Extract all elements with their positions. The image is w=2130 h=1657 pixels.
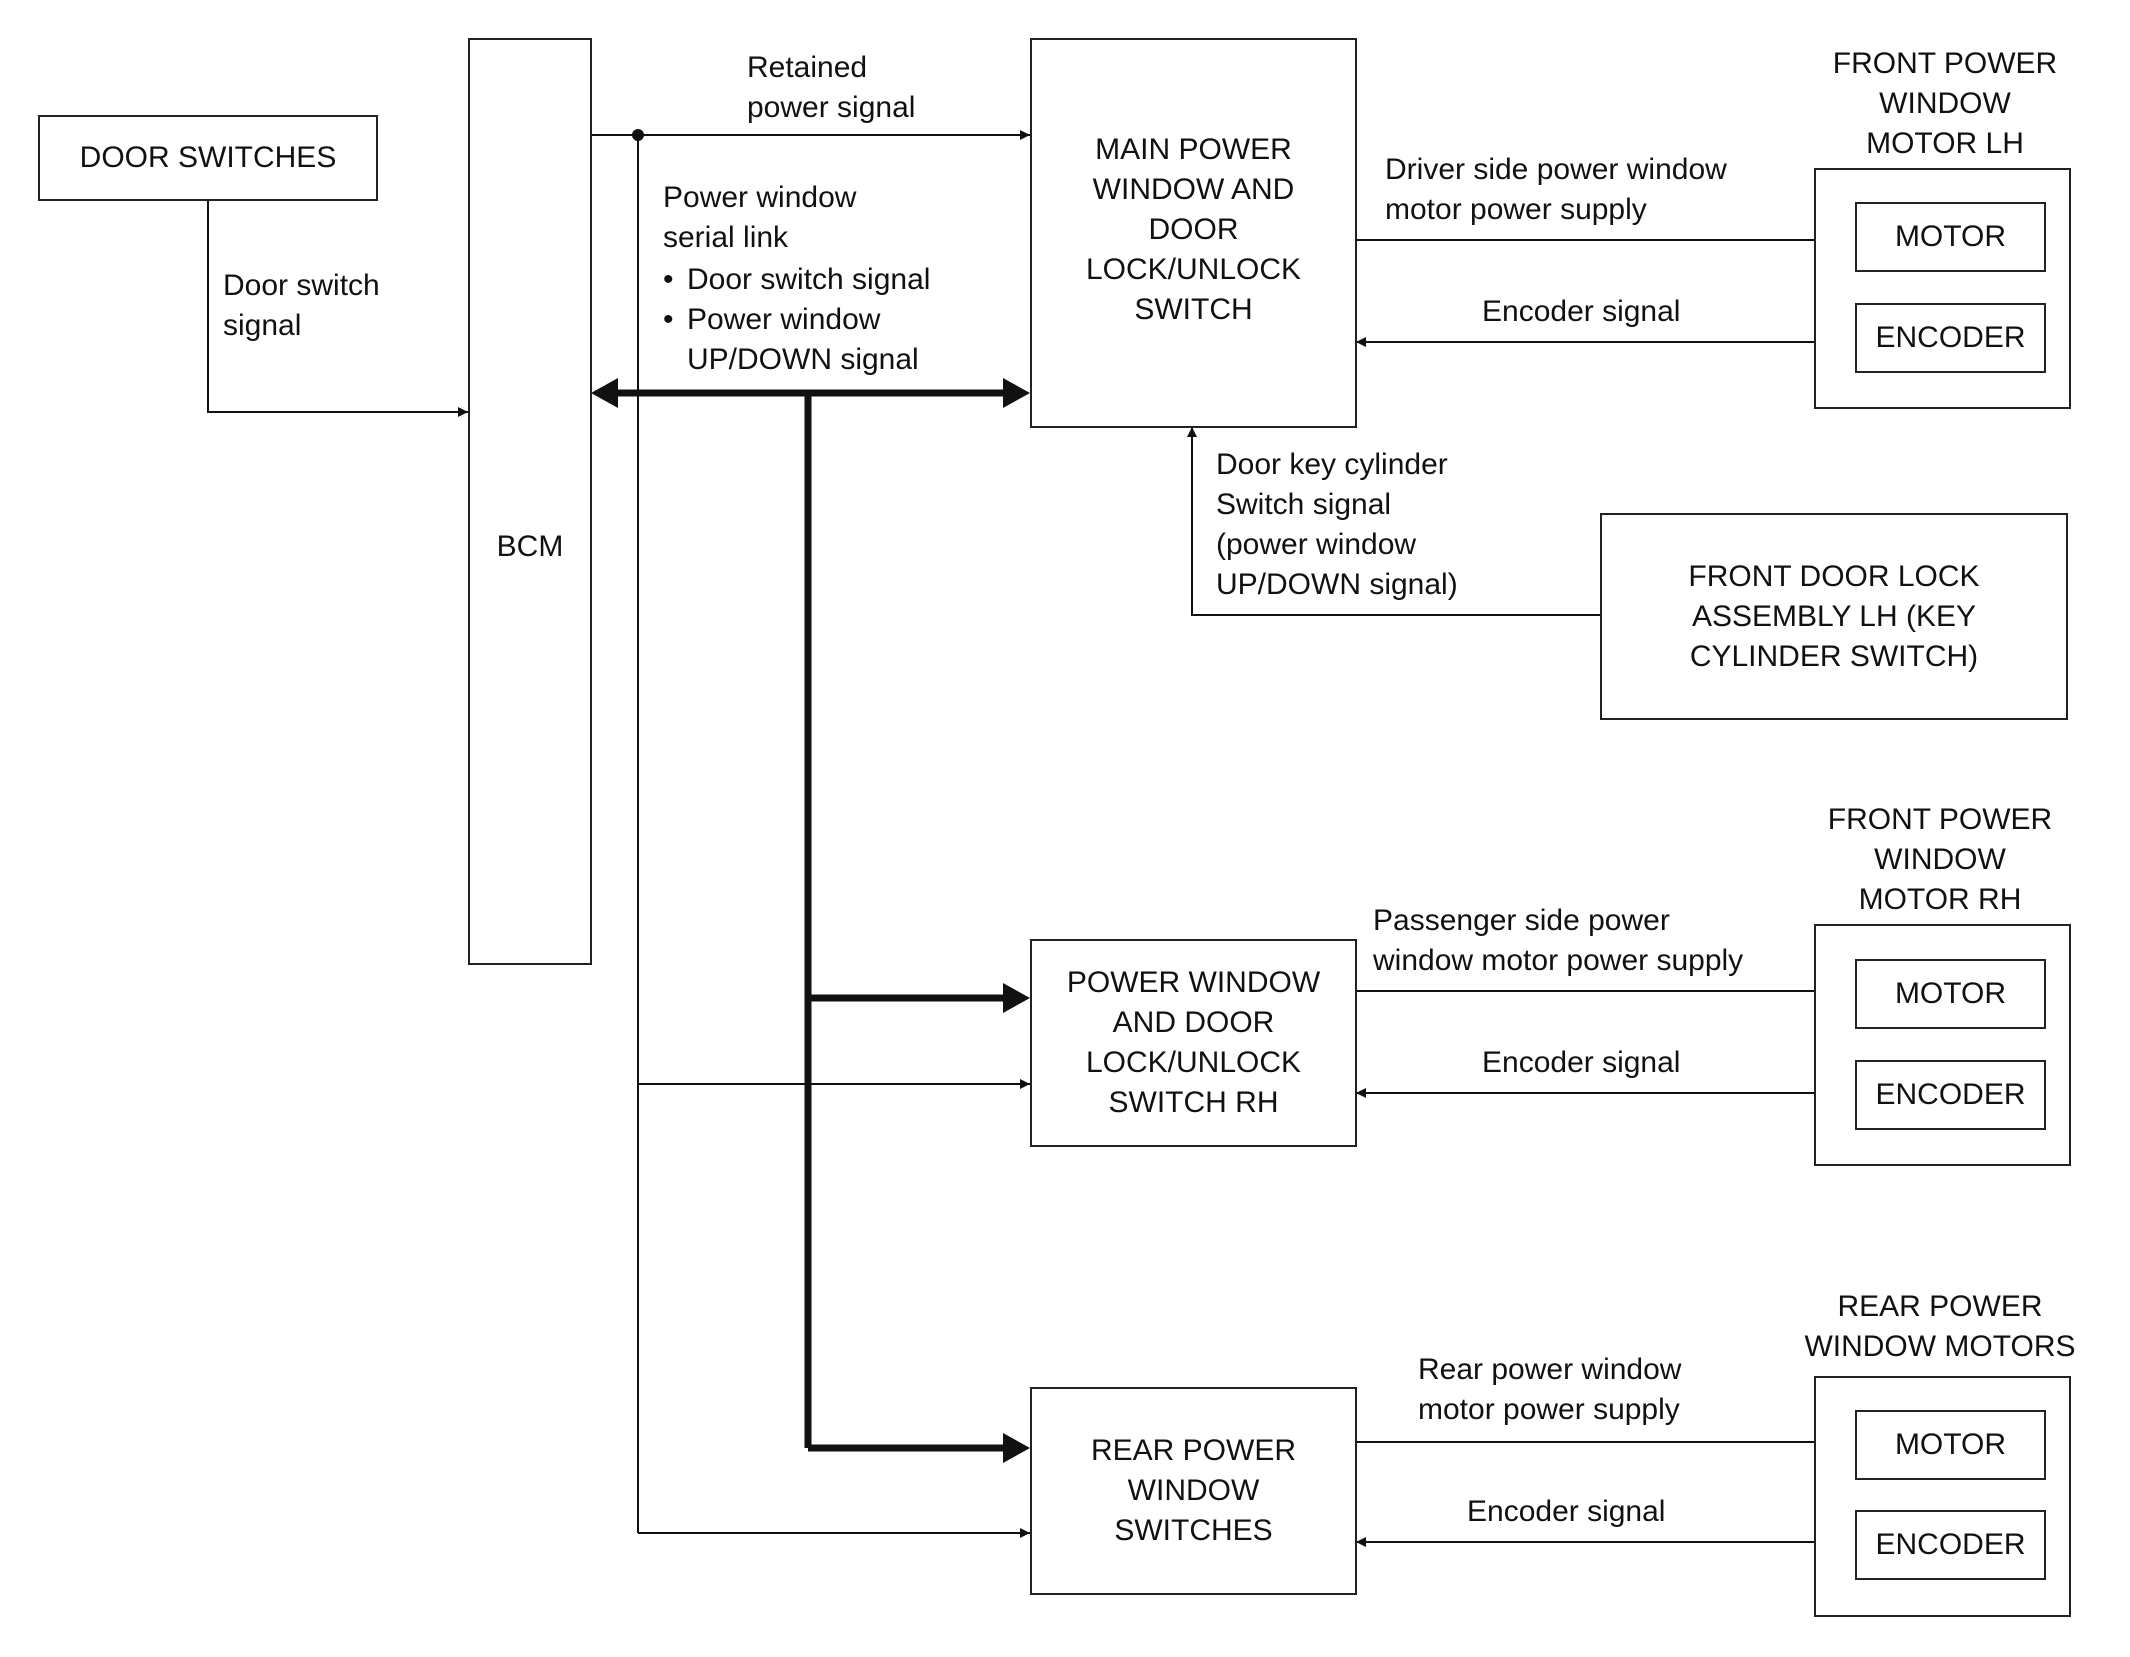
encoder-box: ENCODER xyxy=(1855,303,2046,373)
switch-rh-box: POWER WINDOW AND DOOR LOCK/UNLOCK SWITCH… xyxy=(1030,939,1357,1147)
motor-box: MOTOR xyxy=(1855,202,2046,272)
serial-bullet-2: • Power window xyxy=(663,300,880,340)
main-switch-label: MAIN POWER WINDOW AND DOOR LOCK/UNLOCK S… xyxy=(1085,133,1302,326)
retained-power-label: Retained power signal xyxy=(747,51,916,124)
key-cylinder-signal-line xyxy=(1187,427,1600,616)
bcm-box: BCM xyxy=(468,38,592,965)
encoder-label: ENCODER xyxy=(1875,1078,2026,1111)
serial-arrow-rh xyxy=(1003,983,1030,1013)
door-switch-signal-label: Door switch signal xyxy=(223,269,380,342)
bullet-dot: • xyxy=(663,263,674,296)
serial-bullet-text: Power window xyxy=(687,303,881,336)
encoder-lh-label: Encoder signal xyxy=(1482,295,1681,328)
motor-box: MOTOR xyxy=(1855,1410,2046,1480)
switch-rh-label: POWER WINDOW AND DOOR LOCK/UNLOCK SWITCH… xyxy=(1066,966,1321,1119)
door-switches-box: DOOR SWITCHES xyxy=(38,115,378,201)
serial-bullet-1: • Door switch signal xyxy=(663,260,930,300)
motor-label: MOTOR xyxy=(1894,220,2007,253)
bullet-dot: • xyxy=(663,303,674,336)
door-switches-label: DOOR SWITCHES xyxy=(79,141,337,174)
encoder-label: ENCODER xyxy=(1875,321,2026,354)
rear-switches-label: REAR POWER WINDOW SWITCHES xyxy=(1090,1434,1297,1547)
junction-dot xyxy=(632,129,644,141)
main-switch-box: MAIN POWER WINDOW AND DOOR LOCK/UNLOCK S… xyxy=(1030,38,1357,428)
serial-arrow-main xyxy=(1003,378,1030,408)
motor-label: MOTOR xyxy=(1894,977,2007,1010)
bcm-label: BCM xyxy=(496,530,564,563)
driver-supply-label: Driver side power window motor power sup… xyxy=(1385,153,1727,226)
rear-supply-label: Rear power window motor power supply xyxy=(1418,1353,1682,1426)
serial-arrow-rear xyxy=(1003,1433,1030,1463)
serial-bullet-text: Door switch signal xyxy=(687,263,931,296)
serial-link-label: Power window serial link xyxy=(663,181,857,254)
motor-label: MOTOR xyxy=(1894,1428,2007,1461)
motor-group-title: FRONT POWER WINDOW MOTOR RH xyxy=(1827,803,2053,916)
front-door-lock-label: FRONT DOOR LOCK ASSEMBLY LH (KEY CYLINDE… xyxy=(1688,559,1980,673)
serial-arrow-bcm xyxy=(591,378,618,408)
passenger-supply-label: Passenger side power window motor power … xyxy=(1373,904,1744,977)
encoder-box: ENCODER xyxy=(1855,1510,2046,1580)
encoder-box: ENCODER xyxy=(1855,1060,2046,1130)
encoder-rh-label: Encoder signal xyxy=(1482,1046,1681,1079)
serial-bullet-continuation: UP/DOWN signal xyxy=(687,343,919,376)
rear-switches-box: REAR POWER WINDOW SWITCHES xyxy=(1030,1387,1357,1595)
motor-box: MOTOR xyxy=(1855,959,2046,1029)
key-cylinder-label: Door key cylinder Switch signal (power w… xyxy=(1216,448,1458,601)
door-switch-signal-line xyxy=(207,200,468,417)
motor-group-title: REAR POWER WINDOW MOTORS xyxy=(1804,1290,2076,1363)
encoder-label: ENCODER xyxy=(1875,1528,2026,1561)
encoder-rear-label: Encoder signal xyxy=(1467,1495,1666,1528)
front-door-lock-box: FRONT DOOR LOCK ASSEMBLY LH (KEY CYLINDE… xyxy=(1600,513,2068,720)
motor-group-title: FRONT POWER WINDOW MOTOR LH xyxy=(1832,47,2058,160)
